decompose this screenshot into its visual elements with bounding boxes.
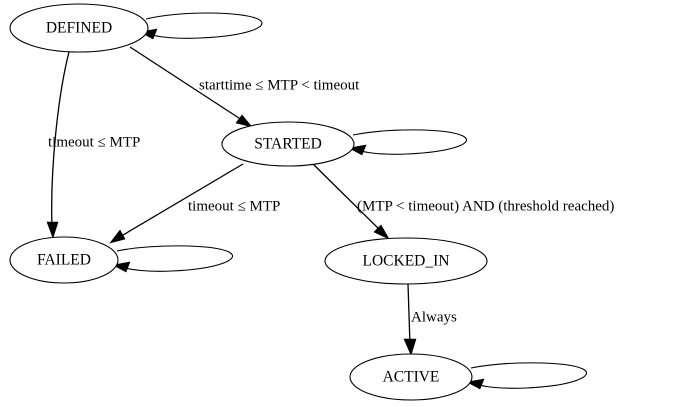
self-loop-defined (139, 12, 263, 40)
edge-started-to-failed-arrowhead (109, 229, 126, 244)
edge-defined-to-started: starttime ≤ MTP < timeout (129, 46, 360, 128)
edge-locked-in-to-active-arrowhead (403, 338, 417, 356)
self-loop-defined-path (145, 12, 263, 39)
node-defined-ellipse[interactable] (9, 3, 149, 53)
edge-started-to-locked-in: (MTP < timeout) AND (threshold reached) (311, 162, 614, 240)
edge-defined-to-started-line (129, 46, 246, 123)
node-locked-in[interactable]: LOCKED_IN (324, 237, 488, 285)
self-loop-started (348, 129, 468, 156)
self-loop-active (466, 362, 588, 390)
node-locked-in-label: LOCKED_IN (363, 253, 450, 270)
edge-label-started-to-failed: timeout ≤ MTP (188, 198, 280, 214)
edge-defined-to-failed: timeout ≤ MTP (46, 51, 140, 239)
node-defined[interactable]: DEFINED (9, 3, 149, 53)
edge-started-to-failed-line (117, 163, 244, 239)
edge-label-defined-to-started: starttime ≤ MTP < timeout (199, 77, 360, 93)
edge-defined-to-failed-line (51, 51, 70, 229)
edge-started-to-locked-in-arrowhead (373, 224, 390, 240)
edge-started-to-locked-in-line (311, 162, 383, 233)
node-defined-label: DEFINED (46, 20, 112, 37)
edge-label-defined-to-failed: timeout ≤ MTP (48, 134, 140, 150)
edge-started-to-failed: timeout ≤ MTP (109, 163, 280, 244)
edge-label-started-to-locked-in: (MTP < timeout) AND (threshold reached) (357, 198, 614, 214)
node-failed-ellipse[interactable] (9, 236, 119, 284)
node-active-label: ACTIVE (383, 369, 440, 386)
node-active[interactable]: ACTIVE (349, 353, 473, 401)
edge-defined-to-failed-arrowhead (46, 221, 59, 239)
node-failed-label: FAILED (37, 252, 91, 269)
edge-locked-in-to-active-line (407, 283, 411, 346)
self-loop-failed-path (116, 245, 234, 272)
node-failed[interactable]: FAILED (9, 236, 119, 284)
edge-label-locked-in-to-active: Always (411, 309, 457, 325)
self-loop-active-path (470, 362, 588, 389)
node-locked-in-ellipse[interactable] (324, 237, 488, 285)
edge-defined-to-started-arrowhead (235, 114, 253, 128)
node-active-ellipse[interactable] (349, 353, 473, 401)
edge-locked-in-to-active: Always (403, 283, 457, 356)
node-started-label: STARTED (254, 136, 322, 153)
self-loop-started-path (352, 129, 468, 155)
node-started[interactable]: STARTED (221, 121, 355, 167)
node-started-ellipse[interactable] (221, 121, 355, 167)
self-loop-failed (112, 245, 234, 273)
